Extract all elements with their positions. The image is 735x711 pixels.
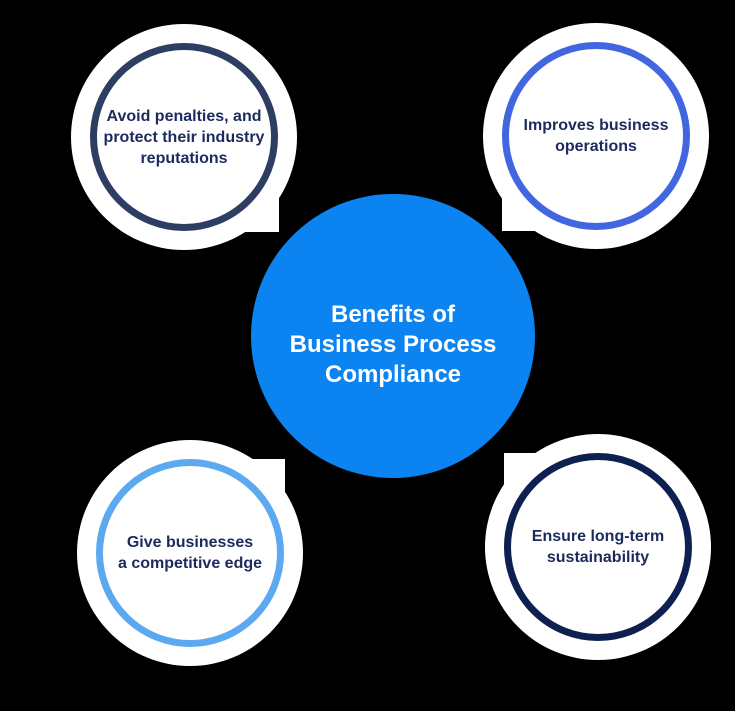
label-line: a competitive edge (117, 555, 263, 572)
node-circle: Ensure long-term sustainability (485, 434, 711, 660)
label-line: sustainability (546, 549, 650, 566)
node-bottom-right: Ensure long-term sustainability (485, 434, 711, 660)
center-node: Benefits of Business Process Compliance (251, 194, 535, 478)
node-top-left: Avoid penalties, and protect their indus… (71, 24, 297, 250)
node-top-right: Improves business operations (483, 23, 709, 249)
node-label: Give businesses a competitive edge (95, 458, 285, 648)
label-line: Avoid penalties, and (106, 107, 262, 125)
node-ring (504, 453, 692, 641)
node-circle: Improves business operations (483, 23, 709, 249)
node-ring (96, 459, 284, 647)
node-label: Avoid penalties, and protect their indus… (89, 42, 279, 232)
node-label: Ensure long-term sustainability (503, 452, 693, 642)
label-line: Business Process (289, 331, 497, 358)
node-ring (90, 43, 278, 231)
node-circle: Avoid penalties, and protect their indus… (71, 24, 297, 250)
node-ring (502, 42, 690, 230)
label-line: reputations (140, 149, 228, 167)
label-line: Ensure long-term (531, 528, 665, 545)
node-circle: Give businesses a competitive edge (77, 440, 303, 666)
label-line: Improves business (523, 117, 669, 134)
label-line: protect their industry (103, 128, 265, 146)
label-line: Give businesses (126, 534, 254, 551)
center-node-label: Benefits of Business Process Compliance (290, 300, 497, 390)
label-line: Compliance (324, 361, 462, 388)
node-label: Improves business operations (501, 41, 691, 231)
label-line: operations (555, 138, 637, 155)
label-line: Benefits of (330, 301, 455, 328)
node-bottom-left: Give businesses a competitive edge (77, 440, 303, 666)
